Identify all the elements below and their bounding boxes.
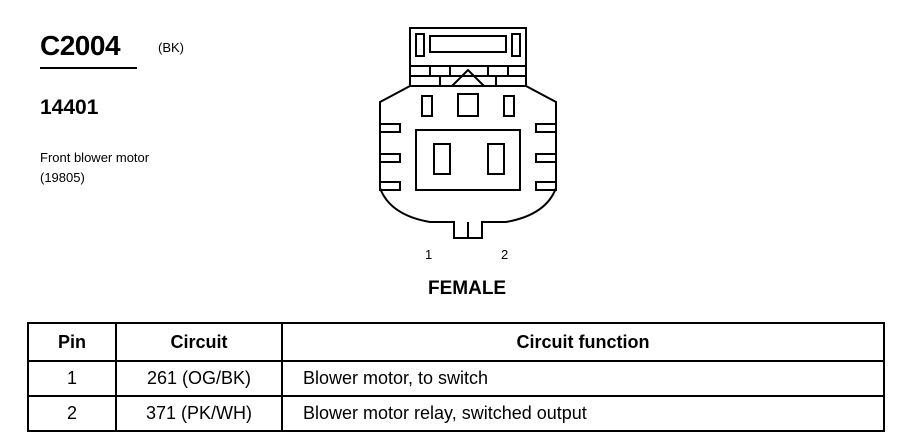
function-cell: Blower motor relay, switched output xyxy=(281,395,885,432)
gender-label: FEMALE xyxy=(428,278,507,299)
title-underline xyxy=(40,67,137,69)
header-pin: Pin xyxy=(27,322,117,362)
table-row: 1 261 (OG/BK) Blower motor, to switch xyxy=(27,360,885,397)
terminal-block xyxy=(415,129,521,191)
connector-face-diagram xyxy=(379,27,557,239)
circuit-cell: 261 (OG/BK) xyxy=(115,360,283,397)
table-row: 2 371 (PK/WH) Blower motor relay, switch… xyxy=(27,395,885,432)
pin-label-2: 2 xyxy=(501,247,509,262)
connector-description: Front blower motor xyxy=(40,150,150,165)
connector-color: (BK) xyxy=(158,40,184,55)
part-number: 14401 xyxy=(40,96,99,119)
circuit-cell: 371 (PK/WH) xyxy=(115,395,283,432)
connector-base-part: (19805) xyxy=(40,170,85,185)
pin-cell: 1 xyxy=(27,360,117,397)
header-circuit: Circuit xyxy=(115,322,283,362)
connector-latch xyxy=(409,27,527,87)
pin-2-terminal xyxy=(487,143,505,175)
pin-cell: 2 xyxy=(27,395,117,432)
header-circuit-function: Circuit function xyxy=(281,322,885,362)
connector-body xyxy=(379,85,557,239)
connector-id: C2004 xyxy=(40,30,121,61)
pin-table: Pin Circuit Circuit function 1 261 (OG/B… xyxy=(27,322,885,432)
function-cell: Blower motor, to switch xyxy=(281,360,885,397)
pin-label-1: 1 xyxy=(425,247,433,262)
pin-1-terminal xyxy=(433,143,451,175)
table-header-row: Pin Circuit Circuit function xyxy=(27,322,885,362)
